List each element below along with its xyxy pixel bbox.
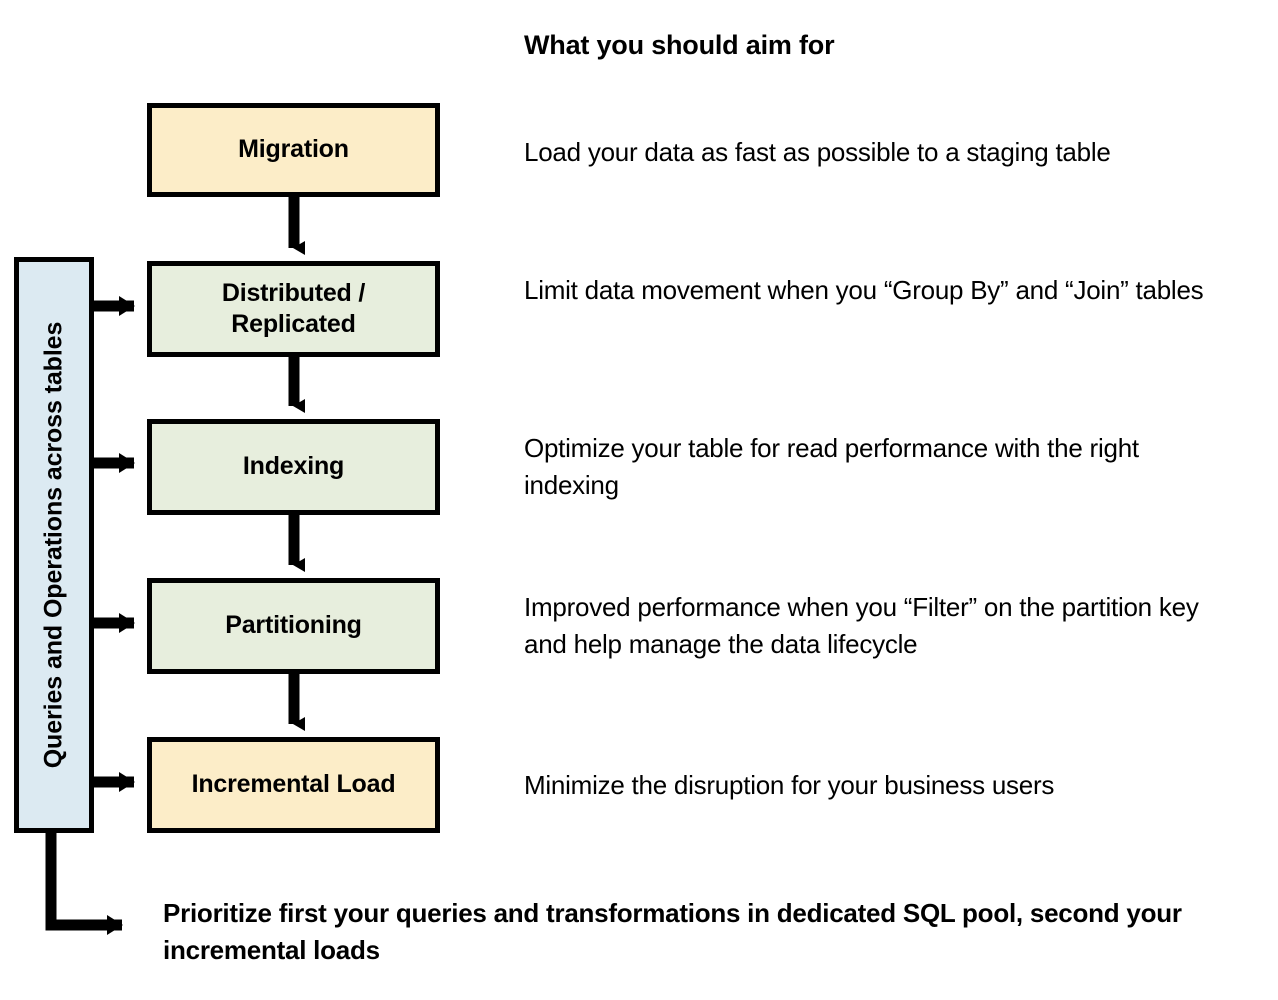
stage-box-migration[interactable]: Migration — [147, 103, 440, 197]
page-title: What you should aim for — [524, 30, 835, 60]
description-indexing: Optimize your table for read performance… — [524, 433, 1139, 500]
stage-label-partitioning: Partitioning — [225, 611, 362, 640]
description-migration: Load your data as fast as possible to a … — [524, 137, 1111, 167]
stage-box-incremental-load[interactable]: Incremental Load — [147, 737, 440, 833]
stage-label-distributed-replicated: Distributed / Replicated — [222, 278, 365, 341]
stage-box-distributed-replicated[interactable]: Distributed / Replicated — [147, 261, 440, 357]
footer-note: Prioritize first your queries and transf… — [163, 898, 1182, 965]
stage-box-indexing[interactable]: Indexing — [147, 419, 440, 515]
arrow-rail-to-footer-note — [45, 830, 123, 935]
stage-box-partitioning[interactable]: Partitioning — [147, 578, 440, 674]
side-rail-label: Queries and Operations across tables — [39, 321, 68, 769]
description-partitioning: Improved performance when you “Filter” o… — [524, 592, 1199, 659]
description-distributed-replicated: Limit data movement when you “Group By” … — [524, 275, 1204, 305]
stage-label-line1: Distributed / — [221, 278, 366, 307]
stage-label-migration: Migration — [238, 135, 349, 164]
stage-label-line2: Replicated — [231, 310, 356, 338]
stage-label-indexing: Indexing — [242, 452, 345, 481]
description-incremental-load: Minimize the disruption for your busines… — [524, 770, 1055, 800]
stage-label-incremental-load: Incremental Load — [191, 770, 396, 799]
side-rail-queries-and-operations: Queries and Operations across tables — [14, 257, 94, 833]
